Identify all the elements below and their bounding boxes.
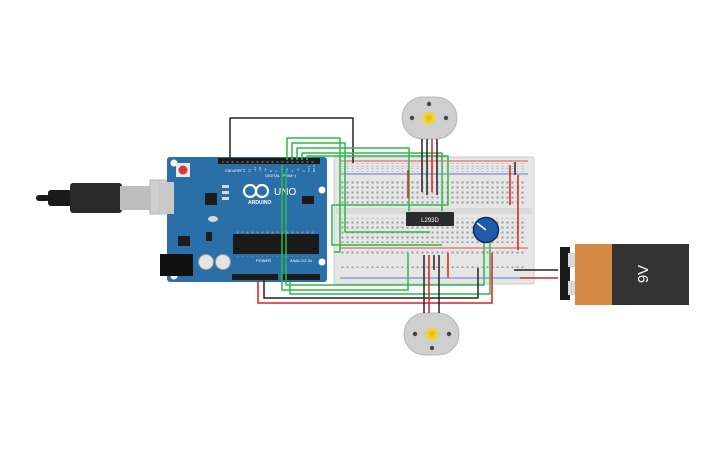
motor-driver-chip[interactable]: L293D bbox=[406, 212, 454, 226]
digital-pin-label: TX 1 bbox=[307, 165, 311, 172]
digital-pin-label: ~3 bbox=[296, 168, 300, 172]
led bbox=[222, 185, 229, 188]
mount-hole bbox=[318, 186, 326, 194]
digital-header-label: DIGITAL (PWM~) bbox=[265, 173, 297, 178]
potentiometer[interactable] bbox=[472, 216, 500, 244]
ground-rail-top bbox=[340, 168, 526, 172]
battery-9v[interactable]: 9V bbox=[560, 244, 689, 305]
analog-header-label: ANALOG IN bbox=[290, 258, 312, 263]
aref-label: AREF bbox=[233, 169, 242, 173]
potentiometer-indicator bbox=[476, 222, 487, 231]
l293d-label: L293D bbox=[421, 218, 439, 224]
wire-green-3[interactable] bbox=[296, 147, 410, 211]
battery-terminal bbox=[568, 281, 576, 295]
capacitor bbox=[198, 254, 214, 270]
digital-pin-label: 13 bbox=[242, 168, 246, 172]
wire-green-6[interactable] bbox=[281, 165, 409, 291]
brand-label: ARDUINO bbox=[248, 200, 271, 206]
motor-bottom[interactable] bbox=[403, 312, 460, 356]
power-header[interactable] bbox=[232, 274, 278, 280]
motor-top[interactable] bbox=[401, 96, 458, 140]
wire-green-5[interactable] bbox=[306, 155, 449, 246]
icsp-header bbox=[302, 196, 314, 204]
usb-jack bbox=[158, 182, 174, 214]
mount-hole bbox=[318, 258, 326, 266]
digital-pin-label: 12 bbox=[247, 168, 251, 172]
digital-pin-label: 8 bbox=[269, 170, 273, 172]
power-header-label: POWER bbox=[256, 258, 271, 263]
power-rail-top bbox=[340, 163, 526, 167]
wire-green-2[interactable] bbox=[291, 142, 430, 233]
battery-clip bbox=[560, 247, 570, 300]
arduino-board[interactable]: ARDUINO UNO DIGITAL (PWM~) AREF GND POWE… bbox=[158, 157, 327, 282]
usb-cable[interactable] bbox=[36, 179, 177, 215]
l293d-body bbox=[406, 212, 454, 226]
arduino-logo: ARDUINO UNO bbox=[242, 183, 296, 206]
center-channel bbox=[336, 208, 532, 214]
battery-cap bbox=[612, 244, 689, 305]
wire-green-4[interactable] bbox=[301, 152, 443, 211]
capacitor bbox=[215, 254, 231, 270]
terminal-strip-top bbox=[340, 180, 526, 205]
smd-part bbox=[206, 232, 212, 241]
wire-gnd-bottom[interactable] bbox=[263, 268, 479, 299]
wire-green-pot-2[interactable] bbox=[289, 243, 491, 295]
digital-pin-label: 2 bbox=[301, 170, 305, 172]
wire-green-pot[interactable] bbox=[285, 170, 485, 286]
wire-5v[interactable] bbox=[257, 253, 493, 304]
battery-terminal bbox=[568, 253, 576, 267]
digital-pin-label: ~5 bbox=[285, 168, 289, 172]
battery-body bbox=[575, 244, 612, 305]
battery-label: 9V bbox=[635, 265, 652, 283]
digital-pin-label: ~11 bbox=[253, 167, 257, 172]
analog-header[interactable] bbox=[282, 274, 320, 280]
ground-rail-bottom bbox=[340, 264, 526, 268]
model-label: UNO bbox=[274, 187, 296, 198]
led bbox=[222, 191, 229, 194]
regulator bbox=[178, 236, 190, 246]
digital-pin-label: RX 0 bbox=[312, 165, 316, 172]
power-rail-bottom bbox=[340, 250, 526, 254]
led bbox=[222, 197, 229, 200]
gnd-label: GND bbox=[225, 169, 233, 173]
atmega-chip bbox=[233, 234, 319, 254]
mount-hole bbox=[170, 159, 178, 167]
crystal bbox=[208, 216, 218, 222]
digital-pin-label: ~10 bbox=[258, 167, 262, 172]
digital-pin-label: 7 bbox=[274, 170, 278, 172]
digital-pin-label: 4 bbox=[291, 170, 295, 172]
power-jack bbox=[160, 254, 193, 276]
digital-pin-label: ~9 bbox=[264, 168, 268, 172]
usb-chip bbox=[205, 193, 217, 205]
wire-gnd-top[interactable] bbox=[229, 117, 354, 163]
wire-green-1[interactable] bbox=[286, 137, 341, 253]
reset-button-cap[interactable] bbox=[178, 165, 188, 175]
wires bbox=[229, 117, 558, 313]
